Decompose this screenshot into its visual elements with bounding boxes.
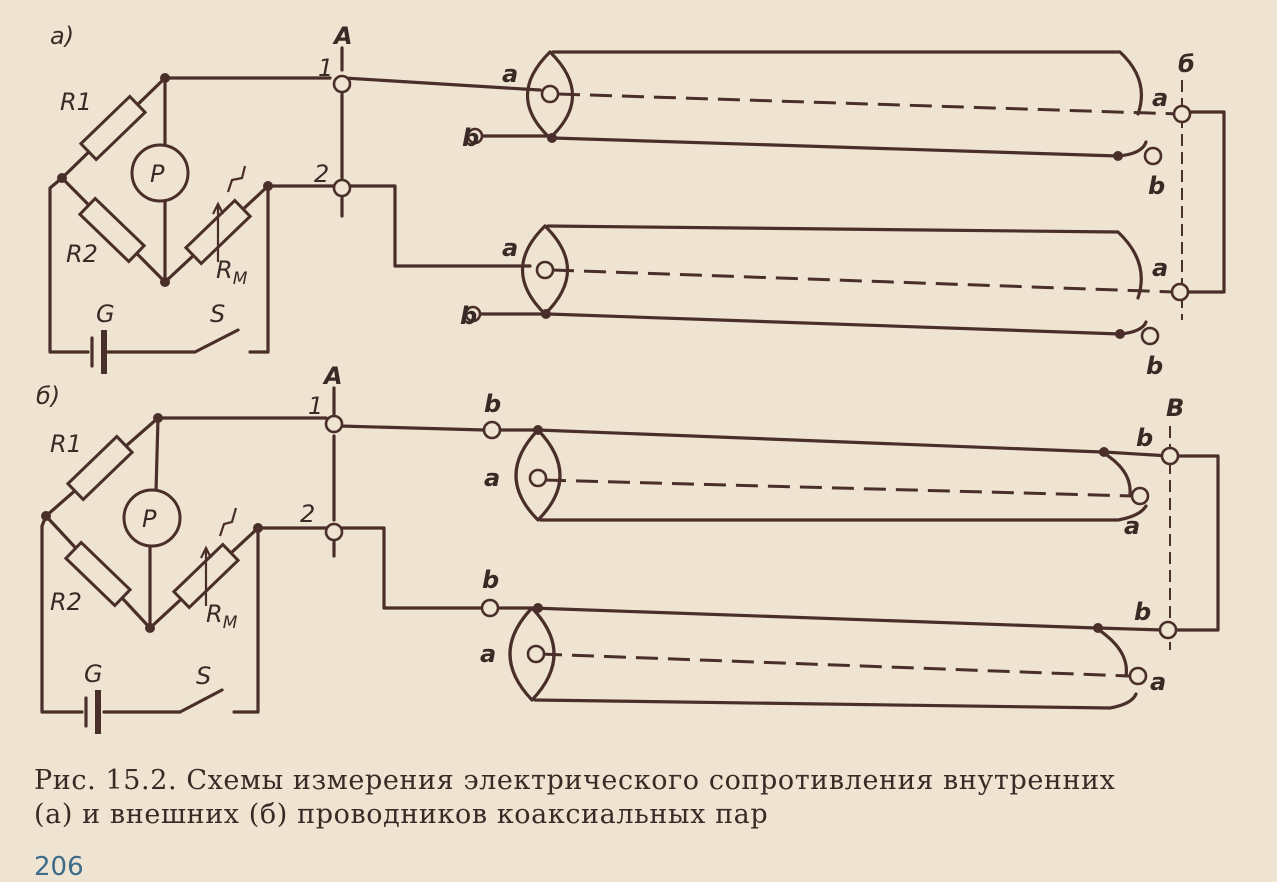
label-b-a2: b (460, 302, 477, 330)
label-b-b1: b (484, 390, 501, 418)
label-a-far1: a (1152, 84, 1168, 112)
coax-cable-a-upper (466, 50, 1181, 166)
far-end-a (1170, 80, 1226, 320)
variable-resistor-rm-a (183, 165, 253, 266)
label-node-1-a: 1 (318, 54, 333, 82)
resistor-r2-b (63, 540, 133, 608)
resistor-r1-a (78, 94, 148, 162)
coax-cable-a-lower (464, 224, 1176, 346)
junction-dot (253, 523, 263, 533)
coax-cable-b-upper (482, 420, 1172, 522)
label-a-a1: a (502, 60, 518, 88)
label-p-a: P (150, 160, 165, 188)
label-b-far2: b (1134, 598, 1151, 626)
coaxial-measurement-schematics: а) R1 R2 (36, 22, 1226, 734)
label-r1-b: R1 (50, 430, 82, 458)
label-g-a: G (96, 300, 115, 328)
diagram-a: а) R1 R2 (48, 22, 1226, 380)
caption-line-1: Рис. 15.2. Схемы измерения электрическог… (34, 765, 1116, 796)
junction-dot (263, 181, 273, 191)
label-b-a1: b (462, 124, 479, 152)
page-number: 206 (34, 852, 84, 882)
label-s-b: S (196, 662, 211, 690)
label-b-a2-far: b (1146, 352, 1163, 380)
label-a-b2: a (480, 640, 496, 668)
label-a-a2: a (502, 234, 518, 262)
label-a-b2-far: a (1150, 668, 1166, 696)
junction-dot (145, 623, 155, 633)
label-s-a: S (210, 300, 225, 328)
label-point-a-a: А (332, 22, 353, 50)
resistor-r1-b (65, 434, 135, 502)
label-rm-a: RM (216, 256, 248, 289)
junction-dot (57, 173, 67, 183)
junction-dot (153, 413, 163, 423)
terminal-2-a (332, 178, 352, 198)
terminal-2-b (324, 522, 344, 542)
battery-g-b (84, 690, 101, 734)
resistor-r2-a (77, 196, 147, 264)
terminal-1-b (324, 414, 344, 434)
galvanometer-p-b: P (122, 488, 182, 548)
label-r2-b: R2 (50, 588, 82, 616)
bridge-b-wires (40, 386, 486, 714)
label-b-a1-far: b (1148, 172, 1165, 200)
label-node-2-b: 2 (300, 500, 315, 528)
diagram-b: б) R1 R2 RM (36, 362, 1220, 734)
label-r1-a: R1 (60, 88, 92, 116)
junction-dot (160, 73, 170, 83)
panel-label-a: а) (50, 22, 74, 50)
label-point-b-a: б (1178, 50, 1195, 78)
variable-resistor-rm-b (171, 507, 241, 610)
label-g-b: G (84, 660, 103, 688)
label-point-a-b: А (322, 362, 343, 390)
label-b-far1: b (1136, 424, 1153, 452)
label-point-b-b: В (1166, 394, 1184, 422)
label-b-b2: b (482, 566, 499, 594)
battery-g-a (90, 330, 107, 374)
label-rm-b: RM (206, 600, 238, 633)
far-end-b (1158, 426, 1220, 650)
bridge-a-wires (48, 46, 542, 354)
label-r2-a: R2 (66, 240, 98, 268)
coax-cable-b-lower (480, 598, 1164, 710)
label-a-b1-far: a (1124, 512, 1140, 540)
label-p-b: P (142, 505, 157, 533)
panel-label-b: б) (36, 382, 60, 410)
galvanometer-p-a: P (130, 143, 190, 203)
label-a-far2: a (1152, 254, 1168, 282)
junction-dot (160, 277, 170, 287)
caption-line-2: (а) и внешних (б) проводников коаксиальн… (34, 799, 769, 830)
terminal-1-a (332, 74, 352, 94)
junction-dot (41, 511, 51, 521)
figure-caption: Рис. 15.2. Схемы измерения электрическог… (34, 764, 1234, 832)
label-node-2-a: 2 (314, 160, 329, 188)
label-node-1-b: 1 (308, 392, 323, 420)
label-a-b1: a (484, 464, 500, 492)
